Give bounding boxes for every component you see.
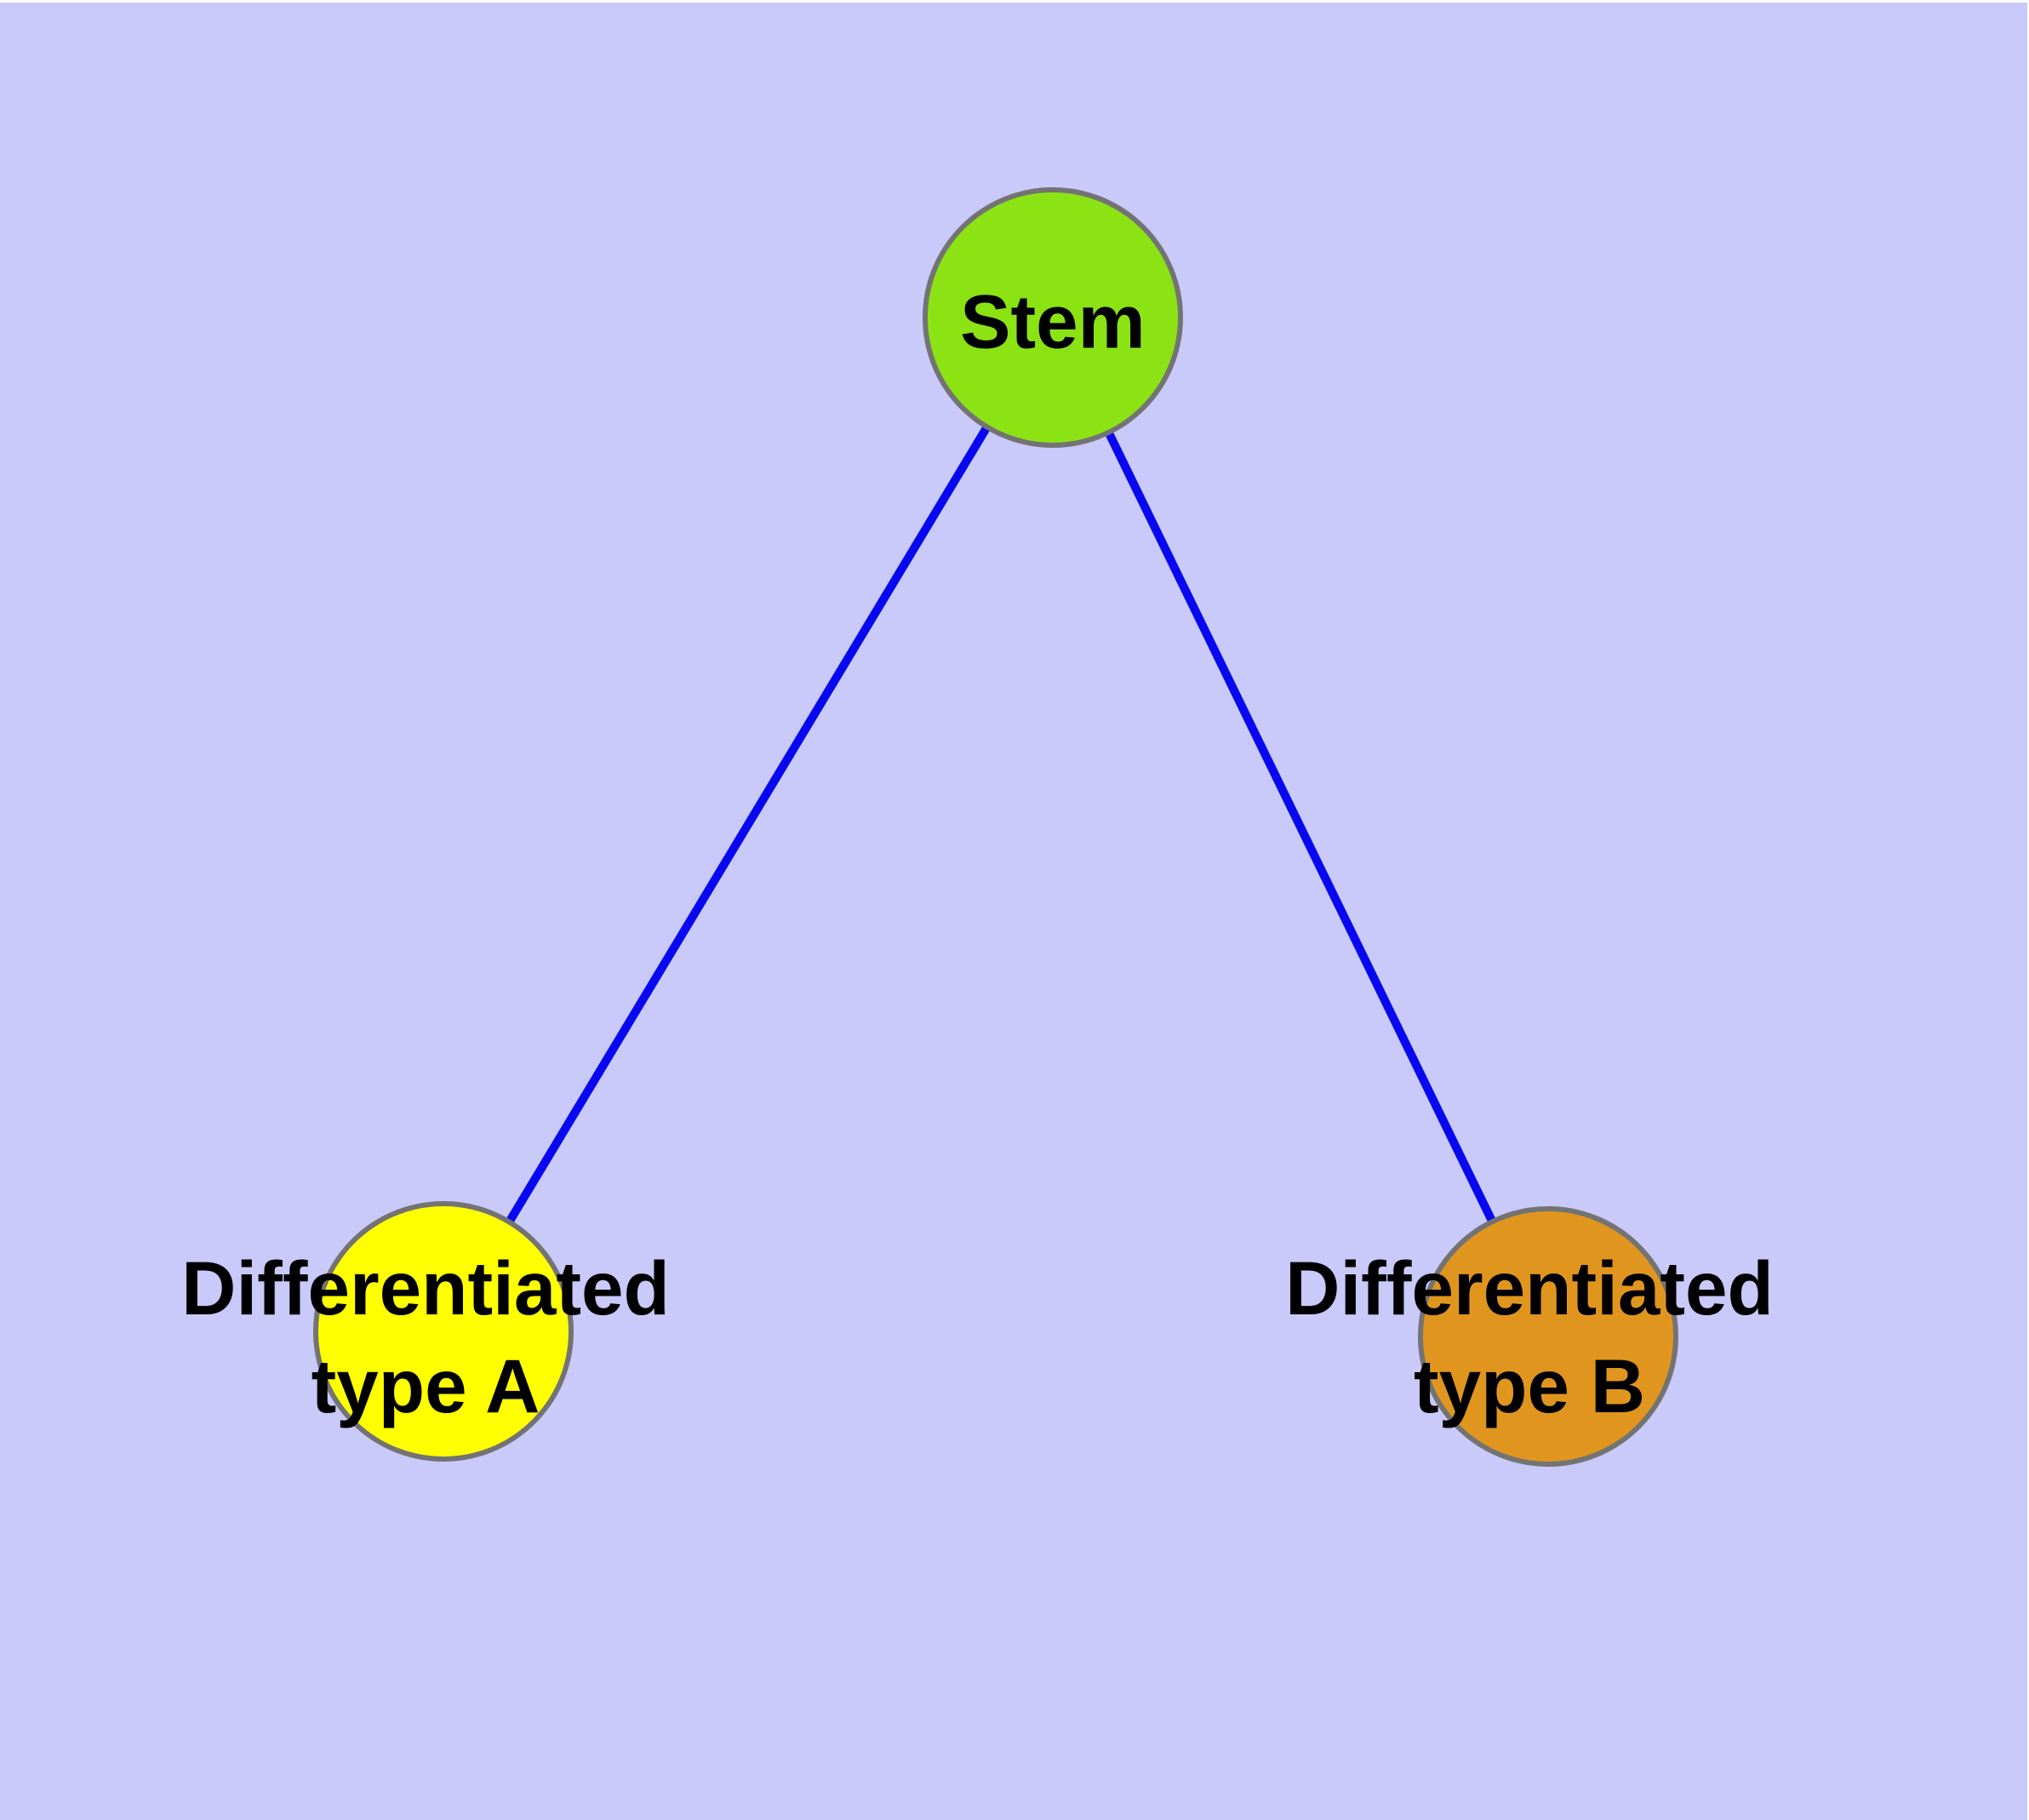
node-differentiated-type-b-circle (1418, 1206, 1678, 1467)
edge-stem-to-type-a (439, 315, 1057, 1334)
node-stem-label: Stem (960, 278, 1146, 364)
node-stem-circle (923, 187, 1183, 448)
node-differentiated-type-a-circle (313, 1201, 574, 1462)
node-differentiated-type-a-label: Differentiated type A (181, 1245, 670, 1428)
node-differentiated-type-b-label: Differentiated type B (1285, 1245, 1774, 1428)
edge-stem-to-type-b (1049, 315, 1552, 1339)
